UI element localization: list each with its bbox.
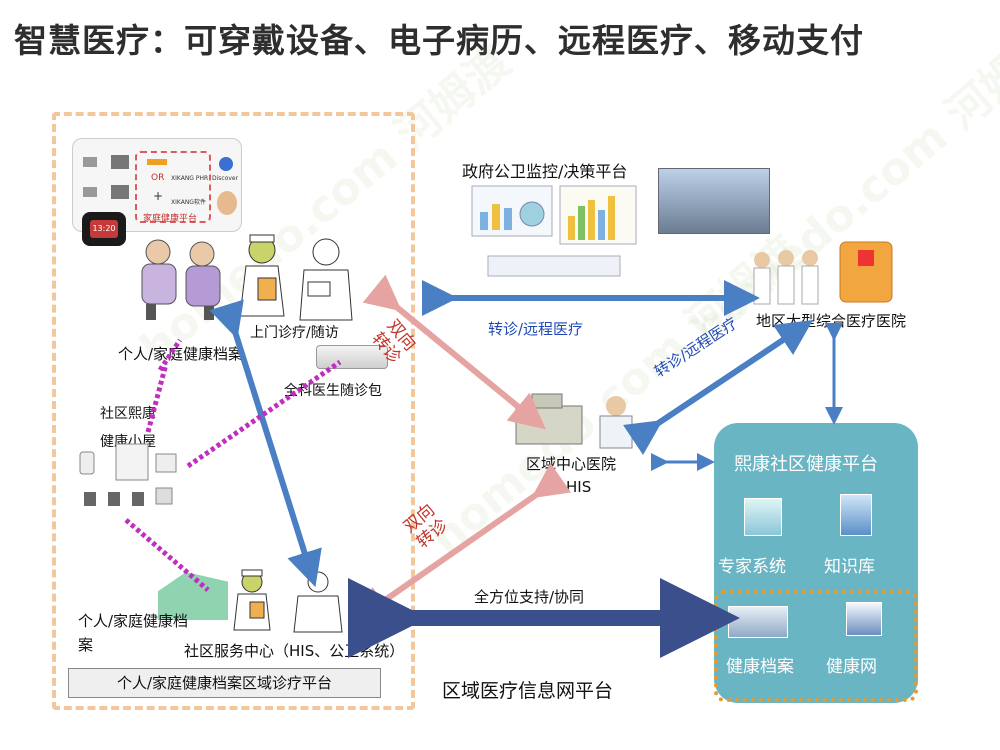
arrow-referral-diagonal (623, 320, 813, 455)
device-mock-inner (135, 151, 211, 223)
xikang-platform-title: 熙康社区健康平台 (734, 454, 878, 475)
xikang-platform-panel (714, 423, 918, 703)
footer-title: 区域医疗信息网平台 (442, 680, 614, 702)
device-small-icon (83, 187, 97, 197)
wrist-device-screen: 13:20 (90, 220, 118, 238)
gov-charts-icon (471, 185, 637, 277)
brand-software-label: XIKANG软件 (171, 199, 206, 206)
page-title: 智慧医疗：可穿戴设备、电子病历、远程医疗、移动支付 (14, 21, 864, 60)
platform-item-health-record: 健康档案 (726, 657, 794, 677)
knowledge-base-icon (840, 494, 872, 536)
expert-system-icon (744, 498, 782, 536)
user-avatar-icon (217, 191, 237, 215)
device-laptop-icon (111, 185, 129, 199)
personal-record-bottom-label-2: 案 (78, 636, 94, 654)
regional-hospital-label-2: HIS (566, 478, 592, 496)
dotted-link-hut-center (124, 518, 210, 592)
regional-platform-bar-label: 个人/家庭健康档案区域诊疗平台 (116, 674, 333, 692)
health-net-icon (846, 602, 882, 636)
arrow-right-icon (147, 159, 167, 165)
device-laptop-icon (111, 155, 129, 169)
wrist-device-icon: 13:20 (82, 212, 126, 246)
discover-icon (219, 157, 233, 171)
arrow-label-full-support: 全方位支持/协同 (474, 588, 585, 606)
personal-record-bottom-label-1: 个人/家庭健康档 (78, 612, 189, 630)
health-hut-devices-icon (79, 443, 177, 506)
arrow-community-link (209, 299, 322, 588)
device-small-icon (83, 157, 97, 167)
gov-building-photo (658, 168, 770, 234)
dotted-link-hut-top (157, 338, 183, 372)
or-label: OR (151, 173, 165, 183)
gov-platform-label: 政府公卫监控/决策平台 (462, 162, 628, 181)
platform-item-expert-system: 专家系统 (718, 557, 786, 577)
discover-label: Discover (212, 175, 239, 182)
arrow-label-referral-top: 转诊/远程医疗 (488, 320, 584, 338)
platform-item-knowledge-base: 知识库 (824, 557, 875, 577)
elderly-couple-icon (141, 239, 221, 320)
health-hut-label-1: 社区熙康 (100, 406, 156, 422)
device-mock-platform-label: 家庭健康平台 (143, 214, 198, 224)
platform-item-health-net: 健康网 (826, 657, 877, 677)
arrow-two-way-top (362, 274, 546, 430)
dotted-link-hut-top (145, 363, 169, 433)
dotted-link-hut-gp (186, 359, 342, 469)
regional-platform-bar: 个人/家庭健康档案区域诊疗平台 (68, 668, 381, 698)
large-hospital-icon (753, 241, 893, 305)
plus-label: + (153, 189, 164, 203)
brand-phr-label: XIKANG PHR (171, 175, 209, 182)
